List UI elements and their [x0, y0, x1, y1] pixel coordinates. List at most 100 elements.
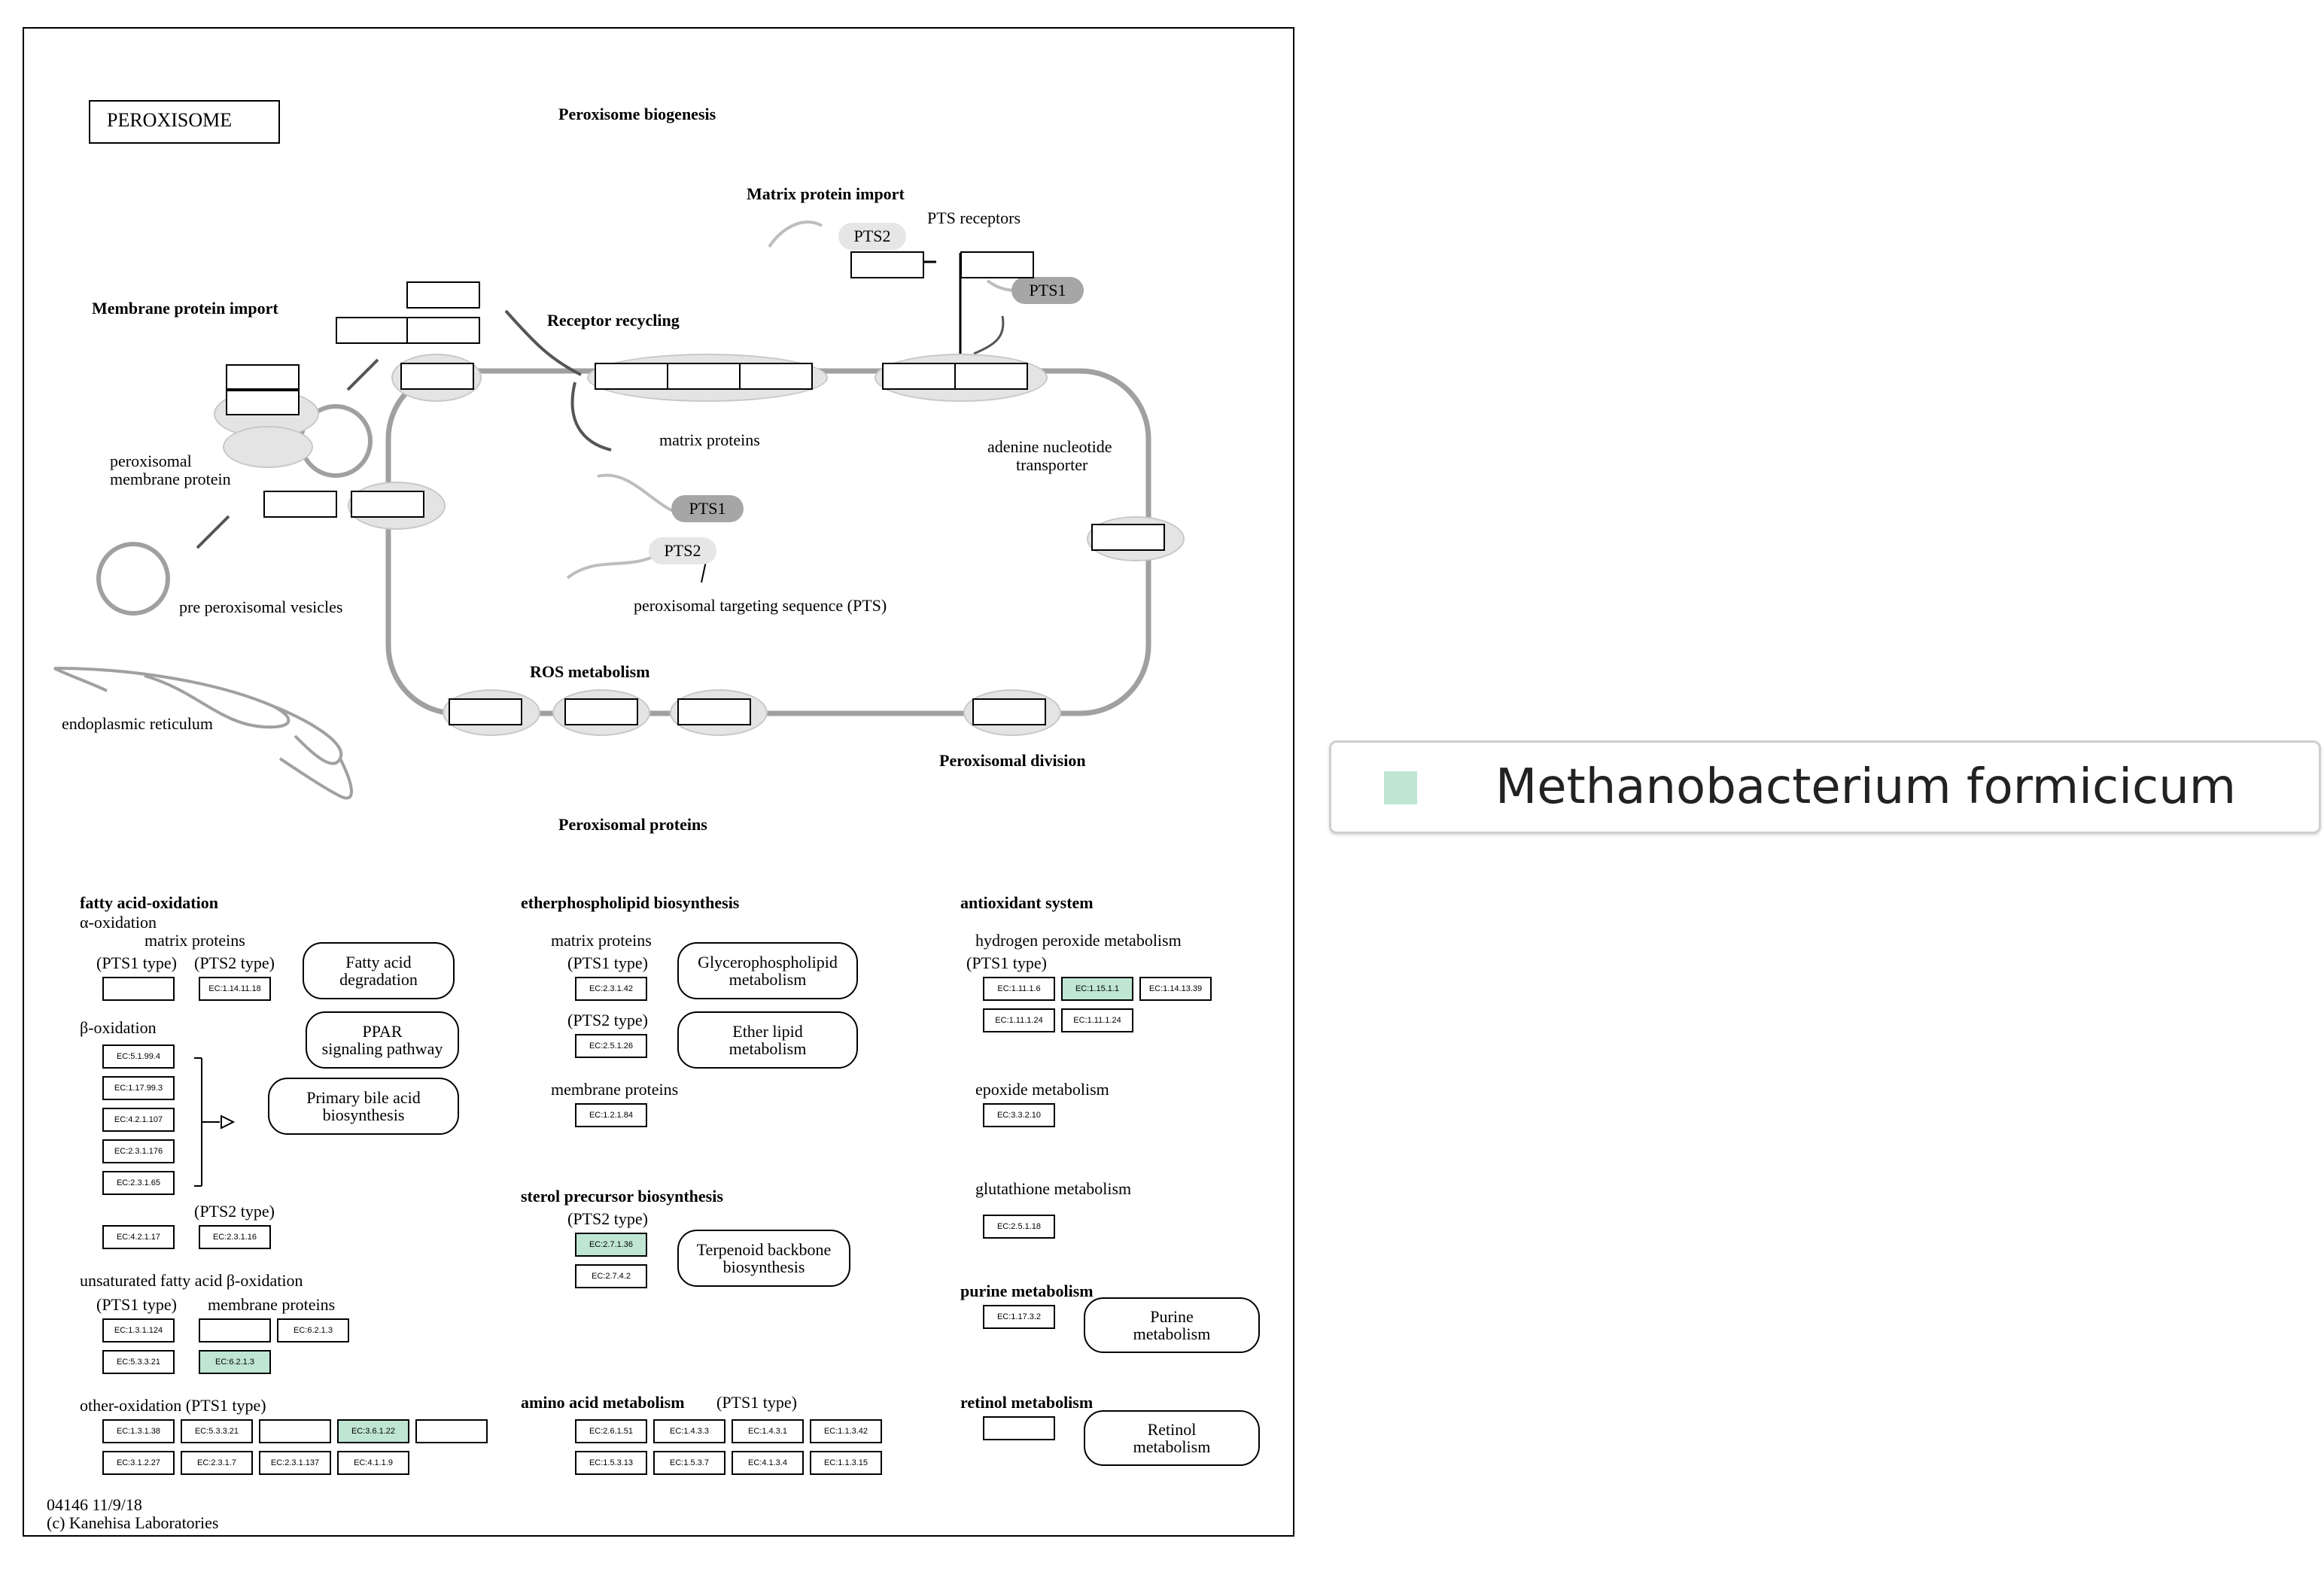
ec-box-other[interactable]: EC:5.3.3.21 [181, 1419, 253, 1443]
gene-box[interactable] [882, 363, 956, 390]
ec-box-unsat-highlighted[interactable]: EC:6.2.1.3 [199, 1350, 271, 1374]
pathway-link-ppar-signaling[interactable]: PPAR signaling pathway [306, 1011, 459, 1069]
division-heading: Peroxisomal division [939, 751, 1086, 770]
gene-box[interactable] [351, 491, 424, 518]
ec-box-h2o2[interactable]: EC:1.11.1.24 [1061, 1008, 1133, 1032]
gene-box[interactable] [199, 1318, 271, 1342]
gene-box[interactable] [954, 363, 1028, 390]
pathway-link-terpenoid-backbone[interactable]: Terpenoid backbone biosynthesis [677, 1230, 850, 1287]
gene-box[interactable] [449, 698, 522, 725]
gene-box[interactable] [983, 1416, 1055, 1440]
gene-box[interactable] [1091, 524, 1165, 551]
ec-box-h2o2[interactable]: EC:1.14.13.39 [1139, 977, 1212, 1001]
ec-box-ether[interactable]: EC:2.3.1.42 [575, 977, 647, 1001]
gene-box[interactable] [406, 281, 480, 309]
ec-box-beta[interactable]: EC:1.17.99.3 [102, 1076, 175, 1100]
pathway-link-retinol-metabolism[interactable]: Retinol metabolism [1084, 1410, 1260, 1466]
ec-box-epoxide[interactable]: EC:3.3.2.10 [983, 1103, 1055, 1127]
ec-box-amino[interactable]: EC:1.1.3.42 [810, 1419, 882, 1443]
organism-legend: Methanobacterium formicicum [1329, 740, 2321, 834]
fatty-matrix-label: matrix proteins [144, 931, 245, 950]
ec-box-sterol-highlighted[interactable]: EC:2.7.1.36 [575, 1233, 647, 1257]
matrix-import-heading: Matrix protein import [747, 184, 905, 203]
ec-box-amino[interactable]: EC:1.1.3.15 [810, 1451, 882, 1475]
pts2-pill-inner: PTS2 [649, 537, 716, 564]
gene-box[interactable] [400, 363, 474, 390]
ec-box-other[interactable]: EC:4.1.1.9 [337, 1451, 409, 1475]
ec-box-h2o2-highlighted[interactable]: EC:1.15.1.1 [1061, 977, 1133, 1001]
ec-box-amino[interactable]: EC:1.4.3.1 [732, 1419, 804, 1443]
gene-box[interactable] [102, 977, 175, 1001]
retinol-heading: retinol metabolism [960, 1393, 1094, 1412]
ec-box-unsat[interactable]: EC:1.3.1.124 [102, 1318, 175, 1342]
ether-matrix-label: matrix proteins [551, 931, 652, 950]
perox-membrane-label-1: peroxisomal [110, 452, 192, 470]
ec-box-unsat[interactable]: EC:6.2.1.3 [277, 1318, 349, 1342]
gene-box[interactable] [564, 698, 638, 725]
ec-box-beta[interactable]: EC:4.2.1.107 [102, 1108, 175, 1132]
biogenesis-heading: Peroxisome biogenesis [558, 105, 716, 123]
ec-box-beta[interactable]: EC:5.1.99.4 [102, 1044, 175, 1069]
arrow-recycling-in [570, 382, 612, 452]
adenine-label-1: adenine nucleotide [987, 437, 1112, 456]
membrane-oval [223, 426, 313, 468]
ec-box-amino[interactable]: EC:1.5.3.13 [575, 1451, 647, 1475]
gene-box[interactable] [226, 364, 300, 390]
ec-box-other[interactable]: EC:3.1.2.27 [102, 1451, 175, 1475]
gene-box[interactable] [595, 363, 668, 390]
ec-box-beta[interactable]: EC:2.3.1.176 [102, 1139, 175, 1163]
ec-box-beta-pts2[interactable]: EC:2.3.1.16 [199, 1225, 271, 1249]
pts1-pill-inner: PTS1 [671, 495, 744, 522]
ec-box-purine[interactable]: EC:1.17.3.2 [983, 1305, 1055, 1329]
ec-box-other[interactable]: EC:2.3.1.137 [259, 1451, 331, 1475]
sterol-pts2-label: (PTS2 type) [567, 1209, 648, 1228]
matrix-proteins-label: matrix proteins [659, 430, 760, 449]
ec-box-h2o2[interactable]: EC:1.11.1.24 [983, 1008, 1055, 1032]
gene-box[interactable] [263, 491, 337, 518]
pathway-title: PEROXISOME [107, 109, 233, 131]
pathway-link-ether-lipid[interactable]: Ether lipid metabolism [677, 1011, 858, 1069]
ec-box-alpha[interactable]: EC:1.14.11.18 [199, 977, 271, 1001]
ec-box-sterol[interactable]: EC:2.7.4.2 [575, 1264, 647, 1288]
gene-box[interactable] [739, 363, 813, 390]
ec-box-beta-pts2[interactable]: EC:4.2.1.17 [102, 1225, 175, 1249]
ec-box-amino[interactable]: EC:4.1.3.4 [732, 1451, 804, 1475]
sterol-heading: sterol precursor biosynthesis [521, 1187, 723, 1206]
epoxide-label: epoxide metabolism [975, 1080, 1109, 1099]
other-oxidation-label: other-oxidation (PTS1 type) [80, 1396, 266, 1415]
ec-box-ether[interactable]: EC:2.5.1.26 [575, 1034, 647, 1058]
ec-box-ether[interactable]: EC:1.2.1.84 [575, 1103, 647, 1127]
ec-box-h2o2[interactable]: EC:1.11.1.6 [983, 977, 1055, 1001]
gene-box[interactable] [972, 698, 1046, 725]
ec-box-other[interactable]: EC:1.3.1.38 [102, 1419, 175, 1443]
kegg-pathway-map: PEROXISOME Peroxisome biogenesis Matrix … [23, 27, 1294, 1537]
pathway-link-purine-metabolism[interactable]: Purine metabolism [1084, 1297, 1260, 1353]
unsat-membrane-label: membrane proteins [208, 1295, 336, 1314]
gene-box[interactable] [259, 1419, 331, 1443]
ec-box-glutathione[interactable]: EC:2.5.1.18 [983, 1215, 1055, 1239]
ec-box-beta[interactable]: EC:2.3.1.65 [102, 1171, 175, 1195]
gene-box[interactable] [406, 317, 480, 344]
gene-box[interactable] [336, 317, 408, 344]
pathway-link-fatty-acid-degradation[interactable]: Fatty acid degradation [303, 942, 455, 999]
unsat-label: unsaturated fatty acid β-oxidation [80, 1271, 303, 1290]
ec-box-amino[interactable]: EC:2.6.1.51 [575, 1419, 647, 1443]
glutathione-label: glutathione metabolism [975, 1179, 1132, 1198]
ec-box-amino[interactable]: EC:1.4.3.3 [653, 1419, 725, 1443]
gene-box[interactable] [850, 251, 924, 278]
fatty-pts1-label: (PTS1 type) [96, 953, 177, 972]
ec-box-other[interactable]: EC:2.3.1.7 [181, 1451, 253, 1475]
pathway-link-glycerophospholipid[interactable]: Glycerophospholipid metabolism [677, 942, 858, 999]
ec-box-amino[interactable]: EC:1.5.3.7 [653, 1451, 725, 1475]
legend-swatch [1384, 771, 1417, 804]
gene-box[interactable] [677, 698, 751, 725]
amino-pts1-label: (PTS1 type) [716, 1393, 797, 1412]
gene-box[interactable] [415, 1419, 488, 1443]
ec-box-unsat[interactable]: EC:5.3.3.21 [102, 1350, 175, 1374]
pathway-link-primary-bile-acid[interactable]: Primary bile acid biosynthesis [268, 1078, 459, 1135]
gene-box[interactable] [960, 251, 1034, 278]
gene-box[interactable] [667, 363, 741, 390]
ec-box-other-highlighted[interactable]: EC:3.6.1.22 [337, 1419, 409, 1443]
antioxidant-pts1-label: (PTS1 type) [966, 953, 1047, 972]
gene-box[interactable] [226, 390, 300, 415]
